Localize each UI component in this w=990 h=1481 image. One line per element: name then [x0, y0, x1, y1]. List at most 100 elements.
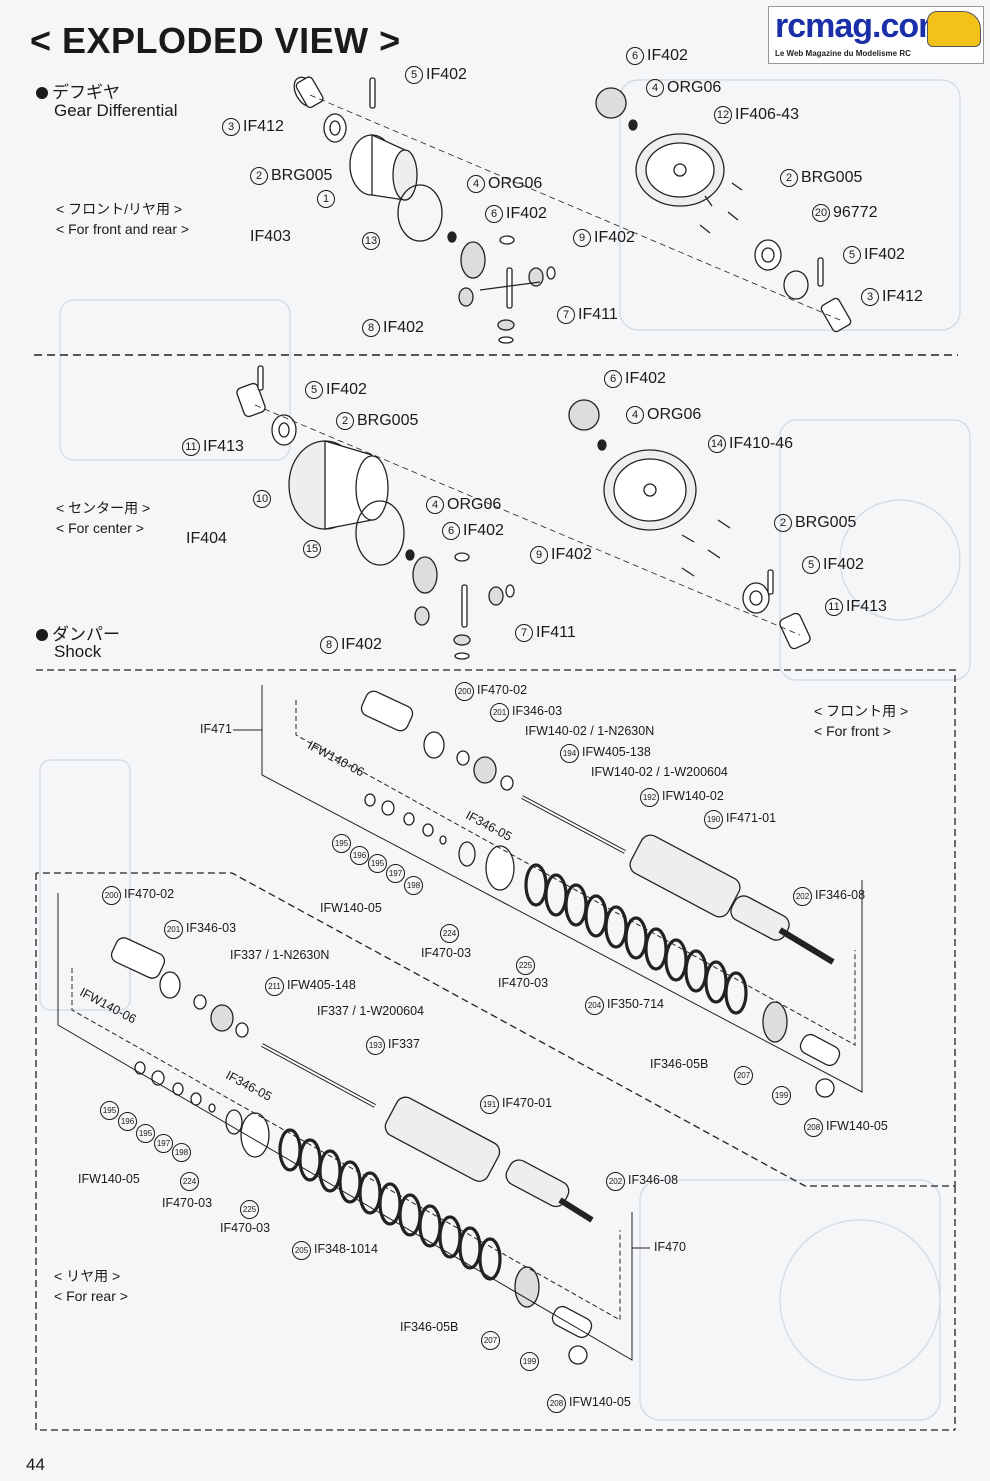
part-number-badge: 200: [455, 682, 474, 701]
part-label: IF470: [654, 1240, 686, 1254]
part-label: 207: [734, 1066, 756, 1085]
part-label: 195: [100, 1101, 122, 1120]
part-number-badge: 192: [640, 788, 659, 807]
part-number-badge: 190: [704, 810, 723, 829]
bullet-icon: [36, 87, 48, 99]
part-label: 224: [440, 924, 462, 943]
part-label: 197: [154, 1134, 176, 1153]
part-number-badge: 9: [573, 229, 591, 247]
part-number-badge: 197: [154, 1134, 173, 1153]
part-number-badge: 7: [557, 306, 575, 324]
part-number-badge: 200: [102, 886, 121, 905]
logo-tagline: Le Web Magazine du Modelisme RC: [775, 49, 911, 58]
part-number-badge: 8: [362, 319, 380, 337]
rear-shock-note: < リヤ用 >< For rear >: [54, 1268, 128, 1304]
part-number-badge: 6: [604, 370, 622, 388]
part-number-badge: 3: [222, 118, 240, 136]
part-number-badge: 196: [350, 846, 369, 865]
part-label: 195: [136, 1124, 158, 1143]
part-number-badge: 5: [305, 381, 323, 399]
part-number-badge: 3: [861, 288, 879, 306]
logo-wordmark: rcmag.com: [775, 7, 948, 45]
part-number-badge: 6: [626, 47, 644, 65]
part-number-badge: 5: [843, 246, 861, 264]
part-number-badge: 197: [386, 864, 405, 883]
part-label: IF337 / 1-W200604: [317, 1004, 425, 1018]
part-number-badge: 2: [250, 167, 268, 185]
rcmag-logo: rcmag.com Le Web Magazine du Modelisme R…: [768, 6, 984, 64]
part-number-badge: 6: [442, 522, 460, 540]
part-number-badge: 2: [774, 514, 792, 532]
part-label: 225: [516, 956, 538, 975]
part-number-badge: 8: [320, 636, 338, 654]
part-label: IF471: [200, 722, 232, 736]
part-number-badge: 20: [812, 204, 830, 222]
part-number-badge: 4: [426, 496, 444, 514]
part-label: IFW140-05: [78, 1172, 140, 1186]
front-shock-note: < フロント用 >< For front >: [814, 703, 909, 739]
part-label: 15: [303, 540, 324, 558]
part-number-badge: 2: [336, 412, 354, 430]
gear-diff-heading-jp: デフギヤ: [36, 78, 120, 103]
part-label: IF470-03: [162, 1196, 213, 1210]
part-label: 195: [332, 834, 354, 853]
part-label: 197: [386, 864, 408, 883]
bullet-icon: [36, 629, 48, 641]
part-number-badge: 225: [516, 956, 535, 975]
page-title: < EXPLODED VIEW >: [30, 20, 401, 61]
part-label: 10: [253, 490, 274, 508]
part-number-badge: 7: [515, 624, 533, 642]
part-label: 199: [520, 1352, 542, 1371]
part-number-badge: 1: [317, 190, 335, 208]
part-label: 195: [368, 854, 390, 873]
part-number-badge: 11: [825, 598, 843, 616]
part-label: IFW140-02 / 1-N2630N: [525, 724, 655, 738]
gear-diff-heading-en: Gear Differential: [54, 101, 178, 120]
part-number-badge: 205: [292, 1241, 311, 1260]
part-number-badge: 191: [480, 1095, 499, 1114]
part-number-badge: 199: [520, 1352, 539, 1371]
part-label: IFW140-02 / 1-W200604: [591, 765, 728, 779]
part-number-badge: 10: [253, 490, 271, 508]
rc-car-icon: [927, 11, 981, 47]
part-number-badge: 202: [793, 887, 812, 906]
part-number-badge: 5: [802, 556, 820, 574]
part-number-badge: 2: [780, 169, 798, 187]
part-label: 224: [180, 1172, 202, 1191]
part-number-badge: 204: [585, 996, 604, 1015]
part-number-badge: 9: [530, 546, 548, 564]
part-number-badge: 198: [172, 1143, 191, 1162]
part-label: 13: [362, 232, 383, 250]
part-label: 207: [481, 1331, 503, 1350]
